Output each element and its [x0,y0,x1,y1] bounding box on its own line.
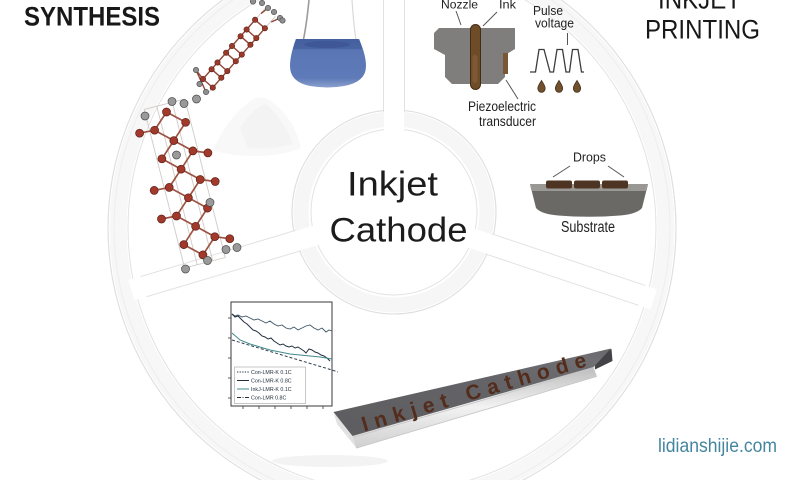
svg-text:Con-LMR 0.8C: Con-LMR 0.8C [251,396,286,402]
svg-text:InkJ-LMR-K 0.1C: InkJ-LMR-K 0.1C [251,387,292,393]
svg-text:lidianshijie.com: lidianshijie.com [658,435,777,457]
svg-text:PRINTING: PRINTING [645,15,760,45]
svg-text:Con-LMR-K 0.8C: Con-LMR-K 0.8C [251,379,292,385]
svg-text:Substrate: Substrate [561,219,615,236]
svg-text:Cathode: Cathode [330,212,468,250]
svg-text:Drops: Drops [573,150,606,165]
svg-text:INKJET: INKJET [658,0,741,15]
svg-text:SYNTHESIS: SYNTHESIS [24,2,160,32]
svg-text:Piezoelectric: Piezoelectric [468,98,536,114]
svg-text:Con-LMR-K 0.1C: Con-LMR-K 0.1C [251,370,292,376]
svg-text:Inkjet: Inkjet [347,166,439,204]
svg-text:voltage: voltage [535,16,574,31]
svg-text:Nozzle: Nozzle [441,0,478,12]
svg-text:Ink: Ink [499,0,517,12]
svg-text:Pulse: Pulse [533,3,563,18]
svg-text:transducer: transducer [479,113,536,129]
